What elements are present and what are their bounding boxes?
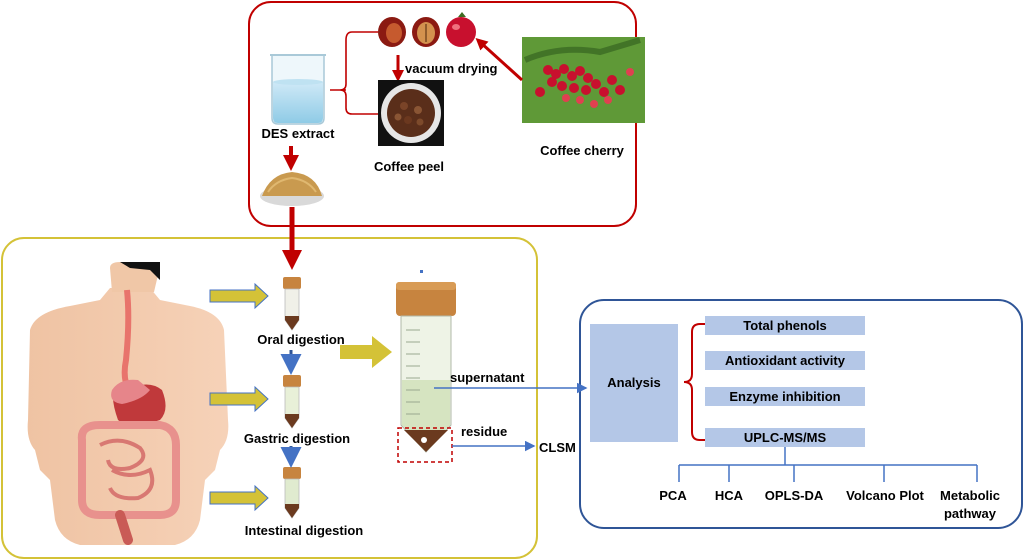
human-body-icon: [27, 262, 229, 545]
metabolic-pathway-label-2: pathway: [944, 506, 997, 521]
coffee-peel-label: Coffee peel: [374, 159, 444, 174]
coffee-fruit-icon: [378, 12, 476, 47]
analysis-label: Analysis: [607, 375, 660, 390]
pca-label: PCA: [659, 488, 687, 503]
residue-label: residue: [461, 424, 507, 439]
intake-arrows: [209, 282, 269, 512]
method-tree-lines: [678, 447, 978, 482]
oral-intake-arrow: [209, 282, 269, 310]
intestinal-intake-arrow: [209, 484, 269, 512]
coffee-cherry-label: Coffee cherry: [540, 143, 625, 158]
oral-digestion-label: Oral digestion: [257, 332, 344, 347]
analysis-box: [590, 324, 678, 442]
gastric-tube-icon: [283, 375, 301, 429]
vacuum-drying-label: vacuum drying: [405, 61, 498, 76]
des-extract-label: DES extract: [262, 126, 336, 141]
total-phenols-label: Total phenols: [743, 318, 827, 333]
residue-highlight-box: [397, 427, 453, 463]
antioxidant-activity-box: [705, 351, 865, 370]
gastric-digestion-label: Gastric digestion: [244, 431, 350, 446]
intestinal-digestion-label: Intestinal digestion: [245, 523, 364, 538]
oral-tube-icon: [283, 277, 301, 331]
cherry-to-fruit-arrow: [475, 37, 524, 82]
uplc-msms-box: [705, 428, 865, 447]
analysis-bracket: [683, 323, 706, 441]
to-centrifuge-arrow: [340, 336, 392, 368]
opls-da-label: OPLS-DA: [765, 488, 824, 503]
beaker-icon: [270, 54, 326, 125]
coffee-cherry-photo: [522, 37, 645, 123]
extract-powder-icon: [260, 172, 324, 206]
gastric-intake-arrow: [209, 385, 269, 413]
enzyme-inhibition-label: Enzyme inhibition: [729, 389, 840, 404]
uplc-msms-label: UPLC-MS/MS: [744, 430, 827, 445]
supernatant-label: supernatant: [450, 370, 525, 385]
digestion-panel-border: [1, 237, 538, 559]
metabolic-pathway-label-1: Metabolic: [940, 488, 1000, 503]
bracket-line: [330, 31, 378, 115]
intestinal-tube-icon: [283, 467, 301, 519]
volcano-plot-label: Volcano Plot: [846, 488, 924, 503]
clsm-label: CLSM: [539, 440, 576, 455]
coffee-peel-icon: [378, 80, 444, 146]
centrifuge-tube-icon: [396, 270, 456, 453]
antioxidant-activity-label: Antioxidant activity: [725, 353, 846, 368]
total-phenols-box: [705, 316, 865, 335]
hca-label: HCA: [715, 488, 744, 503]
analysis-panel-border: [579, 299, 1023, 529]
enzyme-inhibition-box: [705, 387, 865, 406]
